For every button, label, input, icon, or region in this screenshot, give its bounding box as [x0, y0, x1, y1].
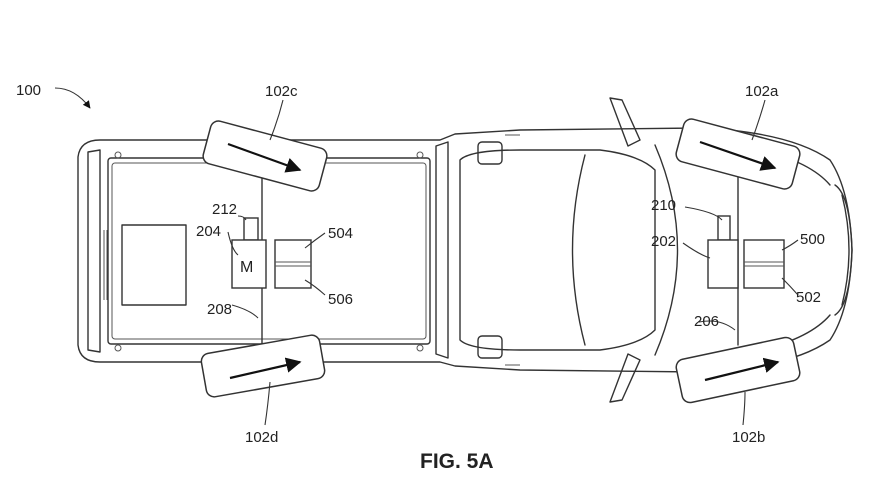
- figure-caption: FIG. 5A: [420, 450, 494, 473]
- label-502: 502: [796, 289, 821, 306]
- front-drive-unit: [707, 215, 785, 289]
- wheel-102c: [202, 120, 328, 192]
- wheel-102d: [200, 334, 326, 398]
- wheel-102b: [675, 336, 801, 404]
- rear-sensor-box: [243, 217, 259, 241]
- rear-motor-box: [231, 239, 267, 289]
- label-504: 504: [328, 225, 353, 242]
- label-102a: 102a: [745, 83, 779, 100]
- label-motor: M: [240, 259, 253, 276]
- reference-labels: 100 102c 102a 102d 102b 212 204 208 M 50…: [16, 82, 825, 473]
- label-102d: 102d: [245, 429, 278, 446]
- label-202: 202: [651, 233, 676, 250]
- label-212: 212: [212, 201, 237, 218]
- label-100: 100: [16, 82, 41, 99]
- label-506: 506: [328, 291, 353, 308]
- front-right-box: [743, 239, 785, 289]
- rear-drive-unit: [231, 217, 312, 289]
- front-left-box: [707, 239, 739, 289]
- front-sensor-box: [717, 215, 731, 241]
- label-206: 206: [694, 313, 719, 330]
- label-500: 500: [800, 231, 825, 248]
- label-102b: 102b: [732, 429, 765, 446]
- label-210: 210: [651, 197, 676, 214]
- label-208: 208: [207, 301, 232, 318]
- label-204: 204: [196, 223, 221, 240]
- wheel-102a: [675, 118, 801, 190]
- label-102c: 102c: [265, 83, 298, 100]
- leader-lines: [54, 87, 799, 426]
